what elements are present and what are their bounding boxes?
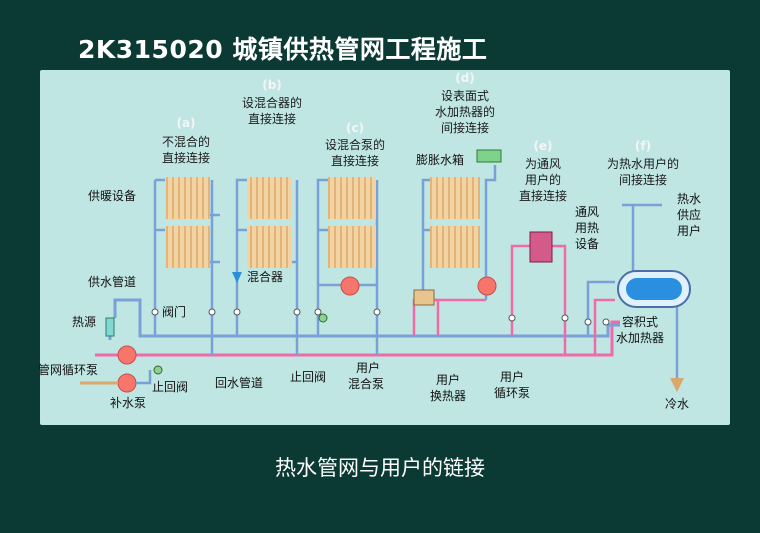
variant-line: 间接连接 xyxy=(441,120,489,135)
label-supply-pipe: 供水管道 xyxy=(88,274,136,289)
label-user-heat-exchanger: 换热器 xyxy=(430,389,466,403)
component-labels: 供暖设备 供水管道 热源 管网循环泵 补水泵 止回阀 回水管道 止回阀 阀门 混… xyxy=(38,152,701,411)
check-valve-icon xyxy=(318,313,328,323)
expansion-tank-icon xyxy=(476,149,502,163)
label-storage-heater: 容积式 xyxy=(622,314,658,329)
variant-line: 直接连接 xyxy=(248,111,296,126)
variant-line: 用户的 xyxy=(525,172,561,187)
label-heat-source: 热源 xyxy=(72,315,96,329)
radiator-b2 xyxy=(247,226,292,268)
user-heat-exchanger-icon xyxy=(413,289,435,306)
label-hot-water-supply: 热水 xyxy=(677,192,701,206)
radiator-a1 xyxy=(165,177,210,219)
cold-water-tap-icon xyxy=(670,378,684,392)
heat-source-icon xyxy=(105,317,115,337)
variant-line: 不混合的 xyxy=(162,134,210,149)
ventilation-equipment-icon xyxy=(529,231,553,263)
variant-tag: (a) xyxy=(176,116,195,130)
label-user-circ-pump: 循环泵 xyxy=(494,386,530,400)
label-mixer: 混合器 xyxy=(247,269,283,284)
slide-title: 2K315020 城镇供热管网工程施工 xyxy=(78,35,488,64)
variant-line: 直接连接 xyxy=(519,188,567,203)
variant-line: 为通风 xyxy=(525,157,561,171)
network-pump-icon xyxy=(117,345,137,365)
radiator-d1 xyxy=(430,177,480,219)
label-user-circ-pump: 用户 xyxy=(500,369,524,384)
variant-tag: (e) xyxy=(533,139,552,153)
variant-line: 为热水用户的 xyxy=(607,156,679,171)
variant-tag: (c) xyxy=(346,121,364,135)
label-expansion-tank: 膨胀水箱 xyxy=(416,152,464,167)
makeup-riser xyxy=(136,370,152,385)
variant-tag: (b) xyxy=(262,78,282,92)
label-ventilation-equipment: 设备 xyxy=(575,237,599,251)
label-network-pump: 管网循环泵 xyxy=(38,362,98,377)
variant-line: 设混合器的 xyxy=(242,95,302,110)
radiator-c2 xyxy=(328,226,376,268)
label-ventilation-equipment: 用热 xyxy=(575,221,599,235)
variant-tags: (a) 不混合的 直接连接 (b) 设混合器的 直接连接 (c) 设混合泵的 直… xyxy=(162,71,679,203)
radiator-d2 xyxy=(430,226,480,268)
variant-line: 直接连接 xyxy=(162,150,210,165)
mixer-icon xyxy=(232,272,242,283)
label-hot-water-supply: 用户 xyxy=(677,223,701,238)
label-mixing-pump: 混合泵 xyxy=(348,376,384,391)
label-ventilation-equipment: 通风 xyxy=(575,205,599,219)
variant-line: 间接连接 xyxy=(619,172,667,187)
label-user-heat-exchanger: 用户 xyxy=(436,372,460,387)
check-valve-left-icon xyxy=(153,365,163,375)
variant-line: 设混合泵的 xyxy=(325,137,385,152)
variant-tag: (d) xyxy=(455,71,475,85)
label-return-pipe: 回水管道 xyxy=(215,375,263,390)
label-cold-water: 冷水 xyxy=(665,397,689,411)
label-storage-heater: 水加热器 xyxy=(616,331,664,345)
label-hot-water-supply: 供应 xyxy=(677,207,701,222)
mixing-pump-icon xyxy=(340,276,360,296)
label-check-valve-left: 止回阀 xyxy=(152,380,188,394)
radiator-a2 xyxy=(165,226,210,268)
label-mixing-pump: 用户 xyxy=(356,360,380,375)
variant-line: 水加热器的 xyxy=(435,104,495,119)
label-heating-equipment: 供暖设备 xyxy=(88,189,136,203)
user-f-piping xyxy=(586,203,679,378)
return-main xyxy=(95,320,620,357)
label-makeup-pump: 补水泵 xyxy=(110,396,146,410)
storage-heater-core xyxy=(626,278,682,300)
variant-line: 设表面式 xyxy=(441,89,489,103)
variant-tag: (f) xyxy=(635,139,651,153)
label-check-valve: 止回阀 xyxy=(290,370,326,384)
radiator-b1 xyxy=(247,177,292,219)
label-valve: 阀门 xyxy=(162,304,186,319)
user-circ-pump-icon xyxy=(477,276,497,296)
radiator-c1 xyxy=(328,177,376,219)
variant-line: 直接连接 xyxy=(331,153,379,168)
caption: 热水管网与用户的链接 xyxy=(275,456,485,480)
valves xyxy=(151,308,610,326)
makeup-pump-icon xyxy=(117,373,137,393)
supply-main xyxy=(108,298,620,340)
